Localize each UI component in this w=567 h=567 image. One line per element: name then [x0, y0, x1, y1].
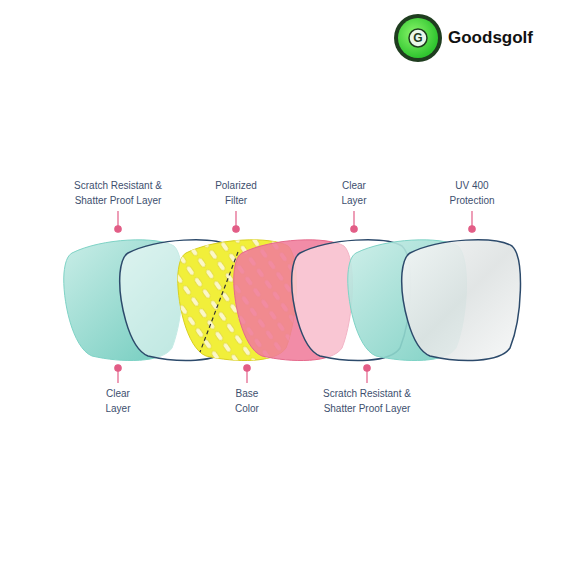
layer-label: Clear Layer: [97, 386, 139, 416]
layer-label: UV 400 Protection: [441, 178, 503, 208]
brand-name: Goodsgolf: [448, 27, 558, 49]
polarized-axis: [200, 252, 238, 352]
uv-lens: [402, 240, 521, 361]
layer-label: Scratch Resistant & Shatter Proof Layer: [62, 178, 174, 208]
layer-label: Scratch Resistant & Shatter Proof Layer: [311, 386, 423, 416]
layer-label: Clear Layer: [333, 178, 375, 208]
logo-letter: G: [409, 31, 427, 45]
logo-ball: [394, 14, 442, 62]
layer-label: Polarized Filter: [205, 178, 267, 208]
leader-lines: [115, 211, 475, 383]
layer-label: Base Color: [226, 386, 268, 416]
